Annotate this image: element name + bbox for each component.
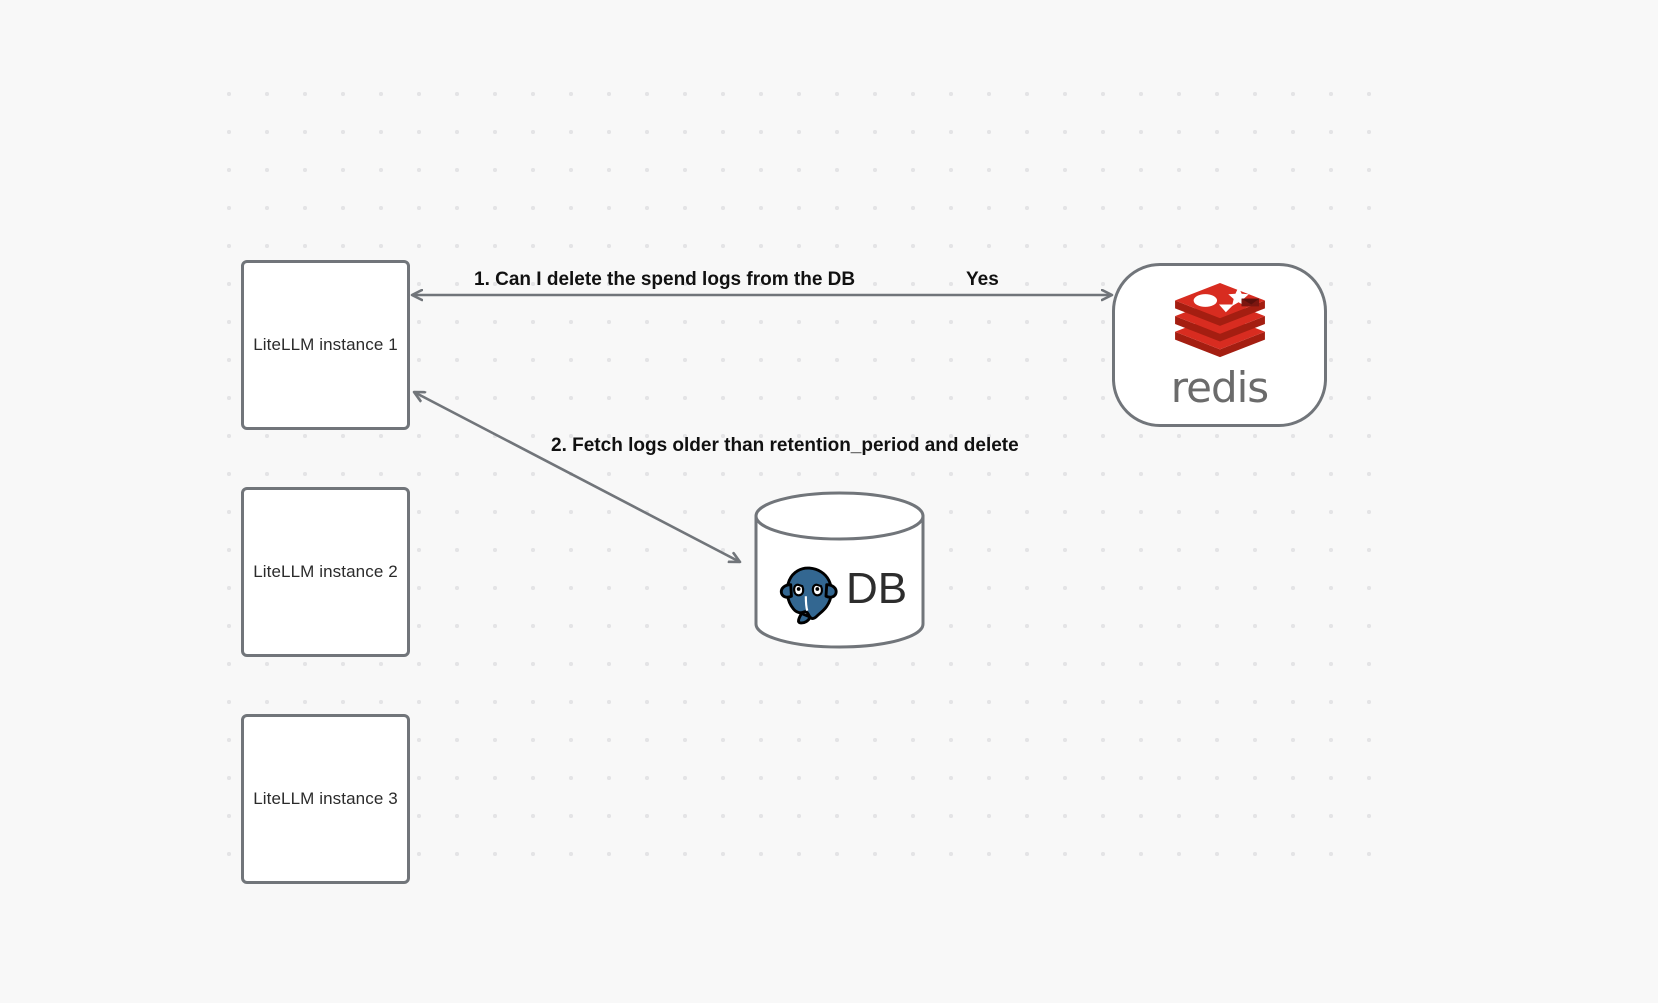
postgresql-elephant-icon xyxy=(778,564,840,625)
node-litellm-instance-3-label: LiteLLM instance 3 xyxy=(253,789,398,808)
edge-label-step-1-reply: Yes xyxy=(966,269,999,290)
redis-logo-icon xyxy=(1174,282,1265,358)
edge-llm1-db xyxy=(414,392,740,562)
node-litellm-instance-3[interactable]: LiteLLM instance 3 xyxy=(241,714,410,884)
edge-label-step-1: 1. Can I delete the spend logs from the … xyxy=(474,269,856,290)
edge-label-step-2: 2. Fetch logs older than retention_perio… xyxy=(551,435,1019,456)
node-litellm-instance-1-label: LiteLLM instance 1 xyxy=(253,335,398,354)
db-label: DB xyxy=(845,564,908,613)
redis-wordmark-label: redis xyxy=(1170,363,1269,412)
node-litellm-instance-2-label: LiteLLM instance 2 xyxy=(253,562,398,581)
node-litellm-instance-1[interactable]: LiteLLM instance 1 xyxy=(241,260,410,430)
node-redis[interactable]: redis xyxy=(1112,263,1327,427)
node-database[interactable]: DB xyxy=(752,489,927,651)
node-litellm-instance-2[interactable]: LiteLLM instance 2 xyxy=(241,487,410,657)
